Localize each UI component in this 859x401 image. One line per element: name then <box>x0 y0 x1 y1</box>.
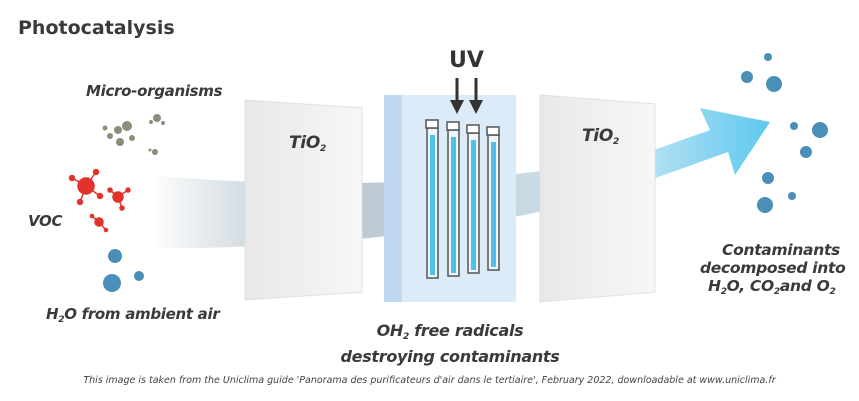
voc-label: VOC <box>28 212 63 230</box>
uv-lamps <box>425 119 500 279</box>
source-caption: This image is taken from the Uniclima gu… <box>83 375 776 386</box>
water-droplets-left <box>103 249 144 292</box>
tio2-right-label: TiO2 <box>582 126 619 147</box>
output-molecules <box>741 53 828 213</box>
uv-label: UV <box>449 48 484 73</box>
tio2-panel-left <box>244 99 363 301</box>
tio2-panel-right <box>539 94 656 303</box>
oh-radicals-label: OH2 free radicals destroying contaminant… <box>340 321 560 366</box>
uv-arrows <box>450 78 483 114</box>
page-title: Photocatalysis <box>18 17 175 39</box>
tio2-left-label: TiO2 <box>289 133 326 154</box>
h2o-ambient-label: H2O from ambient air <box>46 305 220 325</box>
micro-organism-particles <box>102 114 165 155</box>
output-label: Contaminants decomposed into H2O, CO2and… <box>700 241 846 297</box>
micro-organisms-label: Micro-organisms <box>86 82 223 100</box>
voc-molecules <box>68 168 131 233</box>
